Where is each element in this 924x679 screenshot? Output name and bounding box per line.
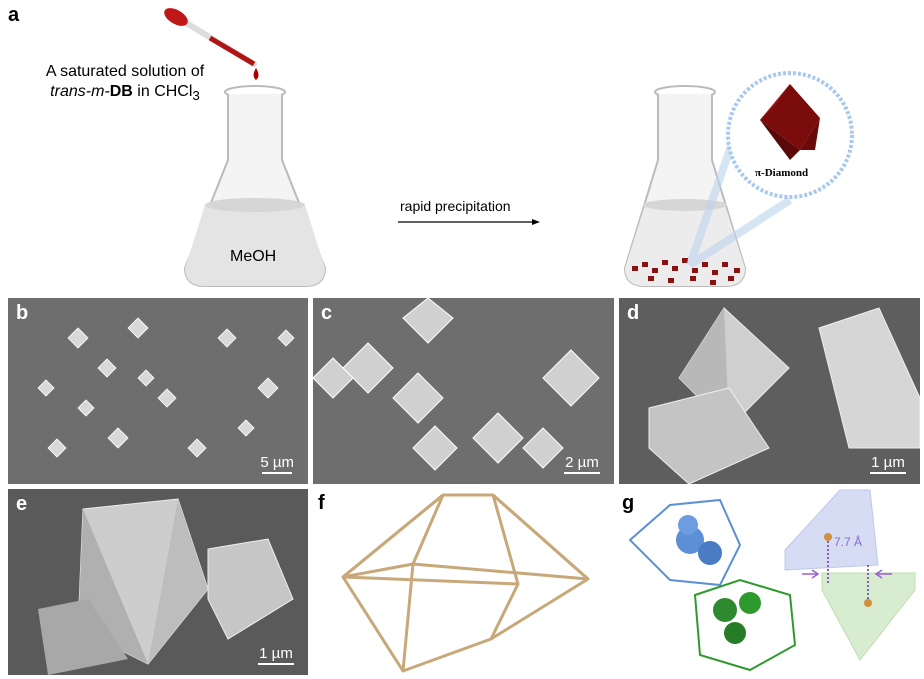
crystals-medium [313,298,600,471]
reaction-arrow [398,219,540,225]
panel-c-label: c [321,302,333,324]
solution-bold: DB [109,83,133,100]
green-molecule [693,578,797,672]
scale-label-c: 2 µm [565,454,599,471]
panel-d-label: d [627,302,640,324]
crystals-large [648,307,920,484]
panel-d-sem-image: d 1 µm [619,298,920,484]
flask-label-meoh: MeOH [230,248,277,265]
panel-e-label: e [16,493,28,515]
tetrahedra-model [784,489,916,661]
flask-left [183,85,327,287]
solution-rest: in CHCl [132,83,193,100]
flask-right [623,85,747,287]
scale-bar-d: 1 µm [870,454,906,474]
scale-bar-c: 2 µm [564,454,600,474]
arrow-label: rapid precipitation [400,198,511,214]
scale-label-d: 1 µm [871,454,905,471]
panel-e-sem-image: e 1 µm [8,489,308,675]
blue-molecule [628,498,742,587]
dropper-icon [164,8,259,80]
molecular-packing-model [628,489,916,672]
scale-label-b: 5 µm [260,454,294,471]
distance-label: 7.7 Å [834,535,863,549]
solution-sub: 3 [192,88,200,104]
panel-b-sem-image: b 5 µm [8,298,308,484]
panel-b-label: b [16,302,29,324]
panel-g-label: g [622,492,635,514]
panel-f-label: f [318,492,325,514]
panel-a-illustration [164,8,854,287]
solution-line2: trans-m-DB in CHCl3 [40,82,210,106]
diamond-frame-model [341,493,590,673]
scale-bar-b: 5 µm [260,454,294,474]
inset-label: π-Diamond [755,167,809,179]
precipitate-crystals [632,258,740,285]
scale-bar-e: 1 µm [258,645,294,665]
zoom-inset [686,71,854,269]
solution-line1: A saturated solution of [45,63,205,80]
panel-a-label: a [8,4,20,26]
crystal-octahedron [38,498,294,675]
solution-caption: A saturated solution of trans-m-DB in CH… [40,62,210,106]
crystals-small [37,317,295,458]
panel-c-sem-image: c 2 µm [313,298,614,484]
solution-italic: trans-m- [50,83,110,100]
scale-label-e: 1 µm [259,645,293,662]
